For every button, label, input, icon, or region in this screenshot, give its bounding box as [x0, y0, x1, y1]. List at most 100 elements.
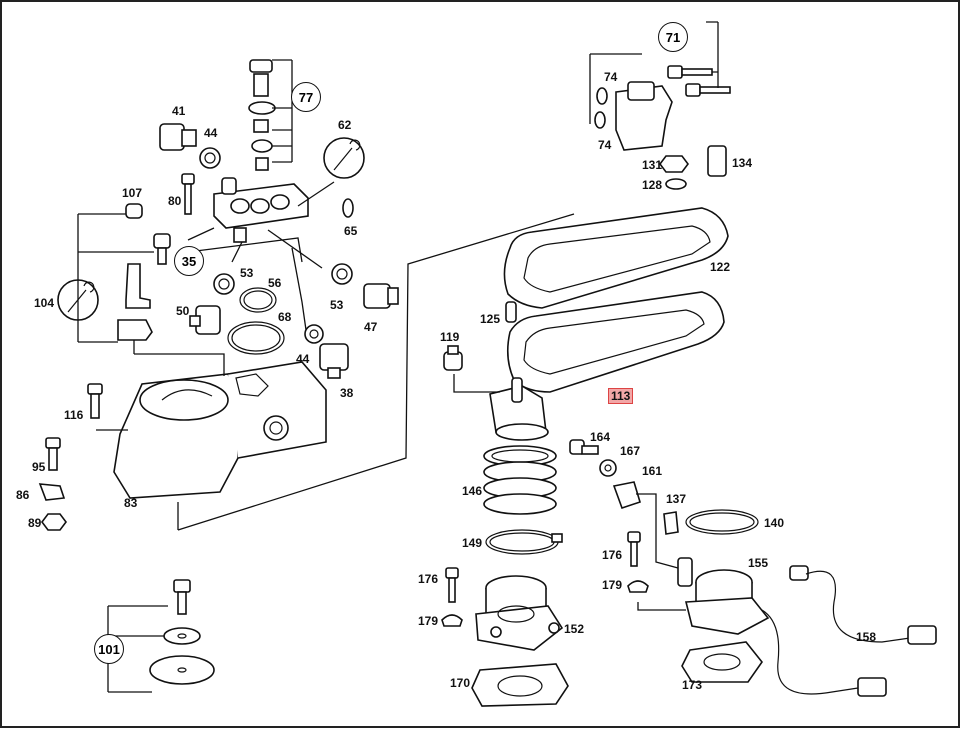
part-label-116[interactable]: 116: [64, 408, 84, 422]
part-label-179a[interactable]: 179: [602, 578, 623, 592]
nut-89-icon: [41, 513, 67, 531]
part-label-131[interactable]: 131: [642, 158, 663, 172]
air-flow-meter-housing-icon: [113, 361, 327, 499]
part-label-104[interactable]: 104: [34, 296, 55, 310]
union-47-icon: [363, 283, 399, 309]
part-label-41[interactable]: 41: [172, 104, 186, 118]
part-label-44[interactable]: 44: [204, 126, 218, 140]
cap-107-icon: [125, 203, 143, 219]
o-ring-56-icon: [239, 287, 277, 313]
seal-65-icon: [342, 198, 354, 218]
washer-179a-icon: [441, 614, 463, 627]
hose-clamp-140-icon: [685, 509, 759, 535]
part-callout-101[interactable]: 101: [94, 634, 124, 664]
intake-elbow-113-icon: [489, 291, 725, 441]
part-callout-77[interactable]: 77: [291, 82, 321, 112]
part-label-53a[interactable]: 53: [240, 266, 254, 280]
connector-137-icon: [663, 511, 679, 535]
part-label-161[interactable]: 161: [642, 464, 663, 478]
throttle-housing-152-icon: [475, 575, 564, 651]
o-ring-68-icon: [227, 321, 285, 355]
gasket-170-icon: [471, 663, 569, 707]
part-label-122[interactable]: 122: [710, 260, 731, 274]
washer-179b-icon: [627, 580, 649, 593]
part-label-146[interactable]: 146: [462, 484, 483, 498]
bolt-95-icon: [45, 437, 61, 471]
screw-41-icon: [159, 123, 197, 151]
part-label-179b[interactable]: 179: [418, 614, 439, 628]
nut-104a-icon: [153, 233, 171, 249]
gasket-122-icon: [503, 207, 729, 309]
hose-clamp-149-icon: [485, 529, 563, 555]
part-label-56[interactable]: 56: [268, 276, 282, 290]
spacer-134-icon: [707, 145, 727, 177]
throttle-switch-74-icon: [615, 81, 673, 151]
seal-ring-53a-icon: [213, 273, 235, 295]
part-label-170[interactable]: 170: [450, 676, 471, 690]
disc-101-icon: [149, 655, 215, 685]
washer-74b-icon: [594, 111, 606, 129]
part-label-107[interactable]: 107: [122, 186, 143, 200]
bolt-101-icon: [173, 579, 191, 615]
bellows-146-icon: [483, 445, 557, 515]
part-label-44b[interactable]: 44: [296, 352, 310, 366]
part-label-140[interactable]: 140: [764, 516, 785, 530]
part-label-164[interactable]: 164: [590, 430, 611, 444]
part-label-176a[interactable]: 176: [418, 572, 439, 586]
wiring-harness-158-icon: [761, 565, 937, 697]
bolt-176b-icon: [627, 531, 641, 567]
screw-164-icon: [569, 439, 599, 455]
part-label-125[interactable]: 125: [480, 312, 501, 326]
washer-86-icon: [38, 483, 66, 501]
part-label-47[interactable]: 47: [364, 320, 378, 334]
part-label-152[interactable]: 152: [564, 622, 585, 636]
part-label-74b[interactable]: 74: [598, 138, 612, 152]
pin-125-icon: [505, 301, 517, 323]
part-label-113-highlighted[interactable]: 113: [608, 388, 634, 404]
part-label-53b[interactable]: 53: [330, 298, 344, 312]
part-label-80[interactable]: 80: [168, 194, 182, 208]
part-label-167[interactable]: 167: [620, 444, 641, 458]
part-label-38[interactable]: 38: [340, 386, 354, 400]
part-label-68[interactable]: 68: [278, 310, 292, 324]
part-label-74a[interactable]: 74: [604, 70, 618, 84]
part-label-50[interactable]: 50: [176, 304, 190, 318]
fuel-distributor-icon: [213, 177, 335, 243]
bracket-104-icon: [125, 263, 151, 309]
part-label-137[interactable]: 137: [666, 492, 687, 506]
bolt-116-icon: [87, 383, 103, 419]
washer-74a-icon: [596, 87, 608, 105]
part-label-89[interactable]: 89: [28, 516, 42, 530]
part-label-173[interactable]: 173: [682, 678, 703, 692]
part-label-95[interactable]: 95: [32, 460, 46, 474]
washer-101a-icon: [163, 627, 201, 645]
part-label-65[interactable]: 65: [344, 224, 358, 238]
bolt-176a-icon: [445, 567, 459, 603]
part-label-176b[interactable]: 176: [602, 548, 623, 562]
plug-119-icon: [443, 345, 463, 371]
seal-ring-44-icon: [199, 147, 221, 169]
nut-131-icon: [659, 155, 689, 173]
part-label-83[interactable]: 83: [124, 496, 138, 510]
fitting-50-icon: [189, 305, 221, 335]
part-label-86[interactable]: 86: [16, 488, 30, 502]
part-label-155[interactable]: 155: [748, 556, 769, 570]
part-label-134[interactable]: 134: [732, 156, 753, 170]
part-label-158[interactable]: 158: [856, 630, 877, 644]
part-callout-35[interactable]: 35: [174, 246, 204, 276]
seal-ring-44b-icon: [304, 324, 324, 344]
part-label-128[interactable]: 128: [642, 178, 663, 192]
part-label-119[interactable]: 119: [440, 330, 460, 344]
throttle-body-155-icon: [677, 557, 770, 635]
washer-128-icon: [665, 178, 687, 190]
washer-167-icon: [599, 459, 617, 477]
gasket-173-icon: [681, 641, 763, 683]
bolt-71a-icon: [667, 65, 713, 79]
part-label-62[interactable]: 62: [338, 118, 352, 132]
part-callout-71[interactable]: 71: [658, 22, 688, 52]
gasket-104-icon: [117, 319, 153, 341]
clip-161-icon: [612, 481, 641, 510]
part-label-149[interactable]: 149: [462, 536, 483, 550]
